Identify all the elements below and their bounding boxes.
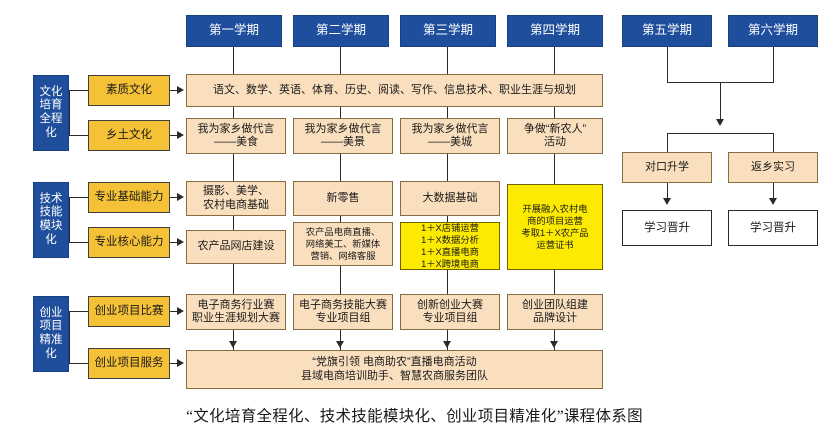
skills-bracket-top [69,197,88,199]
culture-local-arrow-icon [177,131,184,139]
course-basic-skills-3: 大数据基础 [400,181,500,216]
entrepreneurship-service-arrow-icon [177,359,184,367]
semester-header-4: 第四学期 [507,15,603,47]
culture-local-connector [170,135,180,137]
course-local-culture-2: 我为家乡做代言 ——美景 [293,118,393,154]
outcome-branch-1-box: 对口升学 [622,152,712,183]
course-local-culture-3: 我为家乡做代言 ——美城 [400,118,500,154]
entrepreneurship-bracket-spine [69,311,71,364]
competition-2-down-line [340,330,342,344]
skills-core-connector [170,242,180,244]
course-services: “党旗引领 电商助农”直播电商活动 县域电商培训助手、智慧农商服务团队 [186,350,603,389]
competition-4-down-line [554,330,556,344]
track-entrepreneurship-sub-competition: 创业项目比赛 [88,296,170,327]
course-competition-1: 电子商务行业赛 职业生涯规划大赛 [186,294,286,330]
track-entrepreneurship-sub-service: 创业项目服务 [88,348,170,379]
track-culture-sub-quality: 素质文化 [88,75,170,106]
outcome-branch-2-line [773,133,775,153]
entrepreneurship-competition-arrow-icon [177,307,184,315]
entrepreneurship-bracket-bottom [69,363,88,365]
competition-3-arrow-icon [443,341,451,348]
culture-quality-connector [170,90,180,92]
culture-bracket-spine [69,90,71,136]
course-core-skills-2: 农产品电商直播、 网络美工、新媒体 营销、网络客服 [293,222,393,266]
course-local-culture-1: 我为家乡做代言 ——美食 [186,118,286,154]
outcome-branch-2-next-line [773,183,775,201]
course-basic-skills-2: 新零售 [293,181,393,216]
figure-caption: “文化培育全程化、技术技能模块化、创业项目精准化”课程体系图 [186,408,643,425]
outcome-trunk-arrow-icon [716,119,724,126]
entrepreneurship-competition-connector [170,311,180,313]
track-skills-sub-core: 专业核心能力 [88,227,170,258]
semester-header-5: 第五学期 [622,15,712,47]
outcome-branch-2-box: 返乡实习 [728,152,818,183]
culture-bracket-bottom [69,135,88,137]
course-competition-4: 创业团队组建 品牌设计 [507,294,603,330]
semester-header-2: 第二学期 [293,15,389,47]
track-label-culture: 文化 培育 全程 化 [33,75,69,151]
skills-bracket-bottom [69,242,88,244]
track-skills-sub-basic: 专业基础能力 [88,182,170,213]
semester-5-drop-line [667,47,669,83]
semester-header-1: 第一学期 [186,15,282,47]
semester-6-drop-line [773,47,775,83]
semester-header-6: 第六学期 [728,15,818,47]
track-culture-sub-local: 乡土文化 [88,120,170,151]
course-competition-2: 电子商务技能大赛 专业项目组 [293,294,393,330]
competition-1-arrow-icon [229,341,237,348]
entrepreneurship-service-connector [170,363,180,365]
culture-bracket-top [69,90,88,92]
outcome-branch-2-next-arrow-icon [769,198,777,205]
culture-quality-arrow-icon [177,86,184,94]
outcome-branch-2-next-box: 学习晋升 [728,210,818,246]
competition-4-arrow-icon [550,341,558,348]
semester-header-3: 第三学期 [400,15,496,47]
outcome-branch-1-next-arrow-icon [663,198,671,205]
course-competition-3: 创新创业大赛 专业项目组 [400,294,500,330]
course-general-education: 语文、数学、英语、体育、历史、阅读、写作、信息技术、职业生涯与规划 [186,74,603,107]
track-label-entrepreneurship: 创业 项目 精准 化 [33,296,69,372]
outcome-branch-1-next-box: 学习晋升 [622,210,712,246]
course-core-skills-1: 农产品网店建设 [186,230,286,264]
skills-basic-connector [170,197,180,199]
entrepreneurship-bracket-top [69,311,88,313]
course-local-culture-4: 争做“新农人” 活动 [507,118,603,154]
course-project-operation: 开展融入农村电 商的项目运营 考取1＋X农产品 运营证书 [507,184,603,270]
competition-3-down-line [447,330,449,344]
skills-core-arrow-icon [177,238,184,246]
outcome-trunk-line [720,82,722,122]
track-label-skills: 技术 技能 模块 化 [33,182,69,258]
course-basic-skills-1: 摄影、美学、 农村电商基础 [186,181,286,216]
outcome-branch-1-next-line [667,183,669,201]
skills-bracket-spine [69,197,71,243]
outcome-split-line [667,133,774,135]
course-certificates: 1＋X店铺运营 1＋X数据分析 1＋X直播电商 1＋X跨境电商 [400,222,500,270]
skills-basic-arrow-icon [177,193,184,201]
competition-2-arrow-icon [336,341,344,348]
competition-1-down-line [233,330,235,344]
outcome-branch-1-line [667,133,669,153]
